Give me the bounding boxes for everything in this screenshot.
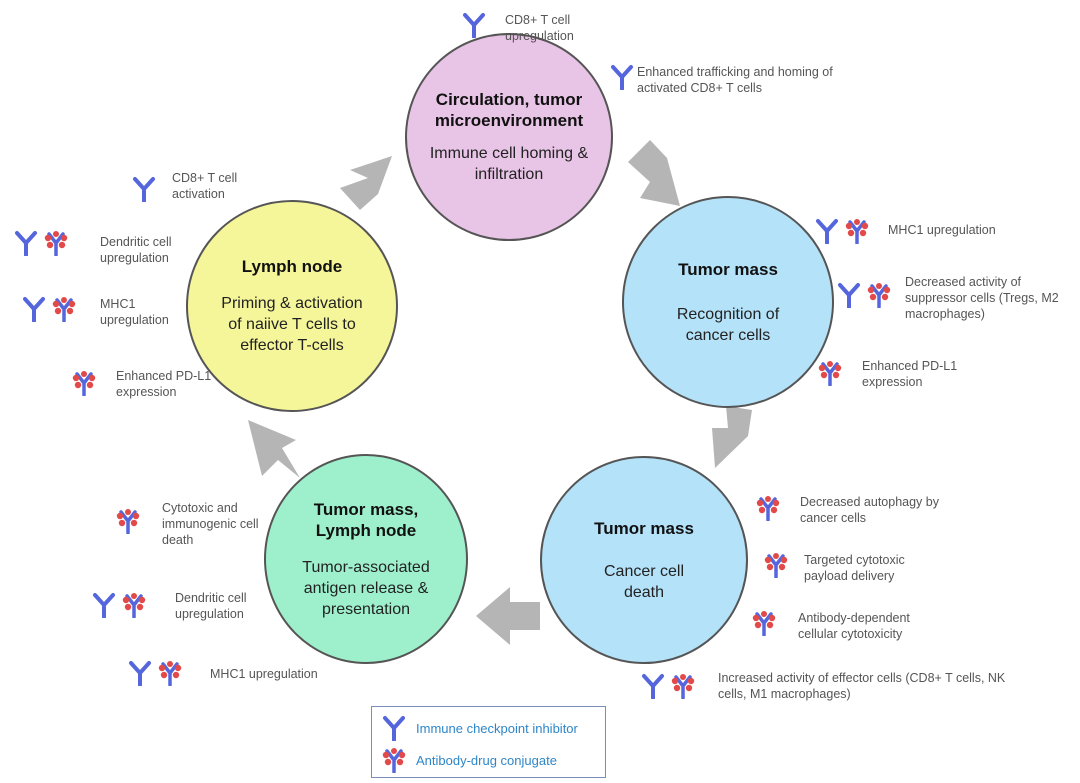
stage-description: Tumor-associated antigen release & prese… [302,558,430,618]
annotation: Enhanced PD-L1 expression [116,369,212,399]
checkpoint-inhibitor-icon [14,230,38,256]
stage-lymph-node: Lymph node Priming & activation of naiiv… [186,200,398,412]
legend: Immune checkpoint inhibitor Antibody-dru… [371,706,606,778]
annotation: MHC1 upregulation [210,667,318,681]
checkpoint-inhibitor-icon [462,12,486,38]
antibody-drug-conjugate-icon [752,610,776,636]
stage-description: Cancer cell death [603,562,685,601]
antibody-drug-conjugate-icon [845,218,869,244]
antibody-drug-conjugate-icon [382,747,406,773]
checkpoint-inhibitor-icon [610,64,634,90]
annotation: Decreased autophagy by cancer cells [800,495,939,525]
stage-title: Tumor mass, Lymph node [313,499,419,540]
checkpoint-inhibitor-icon [382,715,406,741]
stage-antigen-release: Tumor mass, Lymph node Tumor-associated … [264,454,468,664]
legend-adc-label: Antibody-drug conjugate [416,752,557,768]
annotation: Decreased activity of suppressor cells (… [905,275,1059,321]
annotation: Targeted cytotoxic payload delivery [804,553,905,583]
stage-tumor-death: Tumor mass Cancer cell death [540,456,748,664]
checkpoint-inhibitor-icon [92,592,116,618]
checkpoint-inhibitor-icon [641,673,665,699]
annotation: CD8+ T cell upregulation [505,13,574,43]
stage-description: Recognition of cancer cells [676,305,780,344]
stage-circulation: Circulation, tumor microenvironment Immu… [405,33,613,241]
stage-description: Immune cell homing & infiltration [429,145,589,183]
antibody-drug-conjugate-icon [671,673,695,699]
annotation: Antibody-dependent cellular cytotoxicity [798,611,910,641]
antibody-drug-conjugate-icon [158,660,182,686]
arrow-recognition-to-death [712,406,752,468]
arrow-lymph-to-circulation [340,156,392,210]
stage-tumor-recognition: Tumor mass Recognition of cancer cells [622,196,834,408]
arrow-circulation-to-recognition [628,140,680,206]
annotation: Dendritic cell upregulation [175,591,247,621]
annotation: MHC1 upregulation [100,297,169,327]
antibody-drug-conjugate-icon [44,230,68,256]
antibody-drug-conjugate-icon [72,370,96,396]
stage-description: Priming & activation of naiive T cells t… [221,295,363,354]
antibody-drug-conjugate-icon [867,282,891,308]
annotation: Enhanced trafficking and homing of activ… [637,65,833,95]
antibody-drug-conjugate-icon [116,508,140,534]
annotation: MHC1 upregulation [888,223,996,237]
checkpoint-inhibitor-icon [837,282,861,308]
antibody-drug-conjugate-icon [764,552,788,578]
checkpoint-inhibitor-icon [22,296,46,322]
annotation: Enhanced PD-L1 expression [862,359,958,389]
checkpoint-inhibitor-icon [128,660,152,686]
stage-title: Circulation, tumor microenvironment [434,90,584,130]
legend-checkpoint-label: Immune checkpoint inhibitor [416,720,578,736]
annotation: Increased activity of effector cells (CD… [718,671,1006,701]
antibody-drug-conjugate-icon [818,360,842,386]
checkpoint-inhibitor-icon [132,176,156,202]
annotation: Dendritic cell upregulation [100,235,172,265]
stage-title: Tumor mass [594,518,694,538]
antibody-drug-conjugate-icon [756,495,780,521]
stage-title: Tumor mass [678,259,778,279]
arrow-release-to-lymph [248,420,300,478]
antibody-drug-conjugate-icon [122,592,146,618]
checkpoint-inhibitor-icon [815,218,839,244]
annotation: Cytotoxic and immunogenic cell death [162,501,259,547]
annotation: CD8+ T cell activation [172,171,238,201]
antibody-drug-conjugate-icon [52,296,76,322]
stage-title: Lymph node [241,257,343,276]
arrow-death-to-release [476,587,540,645]
